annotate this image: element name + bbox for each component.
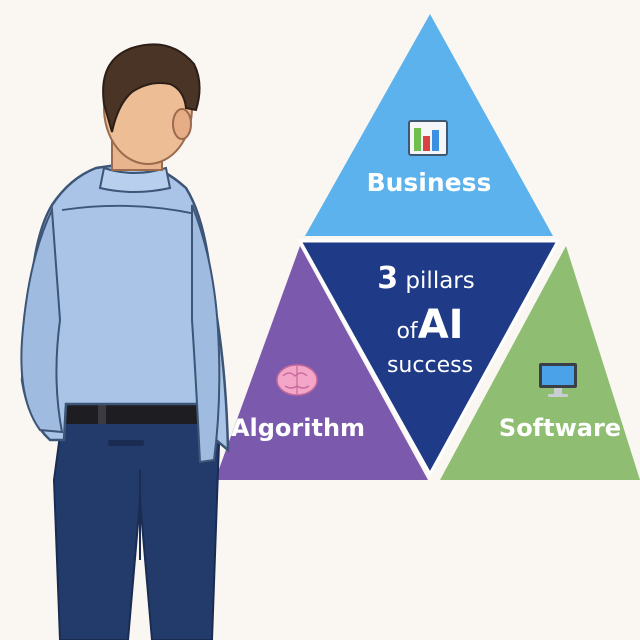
of-word: of xyxy=(396,319,418,344)
center-line-3: success xyxy=(387,353,473,378)
center-line-1: 3 pillars xyxy=(377,261,475,296)
pillars-word: pillars xyxy=(398,268,475,294)
algorithm-label: Algorithm xyxy=(231,414,365,442)
software-triangle xyxy=(440,246,640,480)
center-line-2: ofAI xyxy=(396,302,463,348)
center-triangle xyxy=(297,239,561,478)
pillar-count: 3 xyxy=(377,261,398,296)
software-label: Software xyxy=(499,414,621,442)
brain-icon xyxy=(276,364,318,396)
ai-word: AI xyxy=(418,302,464,348)
algorithm-triangle xyxy=(215,246,428,480)
man-back-view-illustration xyxy=(20,43,230,640)
bar-chart-icon xyxy=(408,120,448,156)
business-label: Business xyxy=(367,168,492,197)
monitor-icon xyxy=(539,363,577,397)
